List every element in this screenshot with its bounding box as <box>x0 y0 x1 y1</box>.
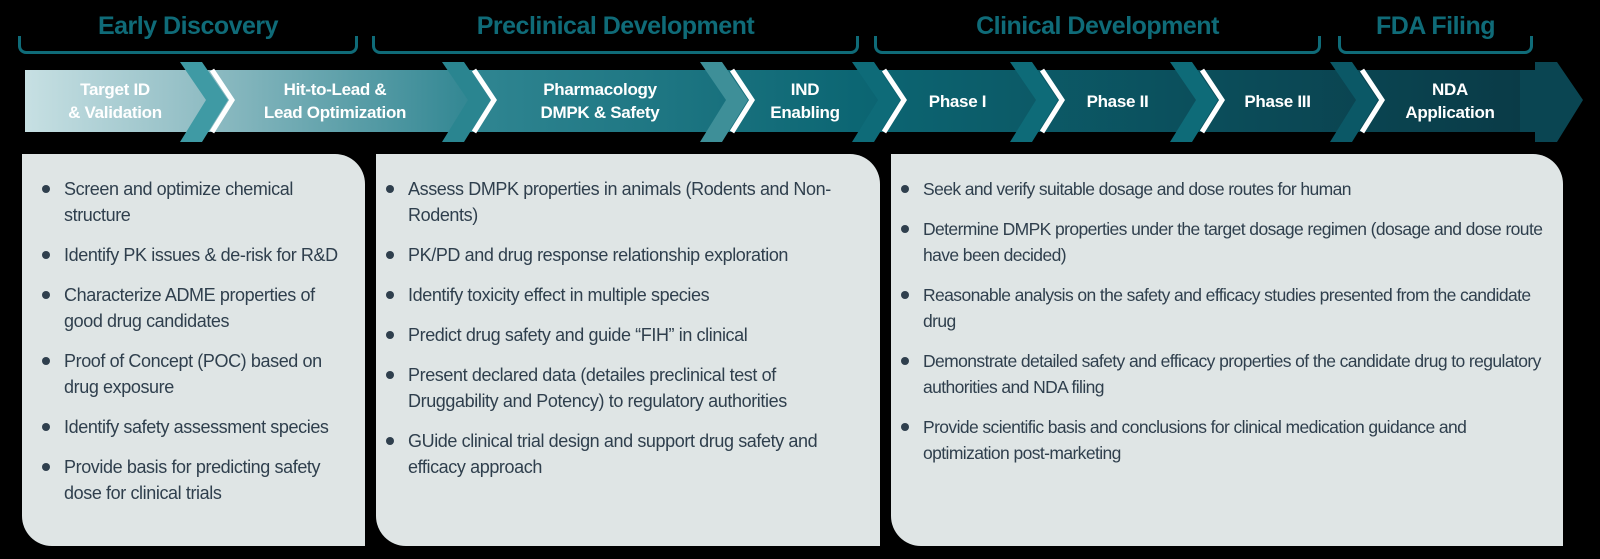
bullet-icon <box>901 185 909 193</box>
bullet-icon <box>386 437 394 445</box>
stage-title-fda-filing: FDA Filing <box>1375 12 1496 40</box>
bullet-icon <box>901 357 909 365</box>
step-phase-3: Phase III <box>1244 91 1311 111</box>
bullet-icon <box>42 291 50 299</box>
bullet-icon <box>42 185 50 193</box>
process-arrow-bar <box>25 62 1583 142</box>
list-item: Reasonable analysis on the safety and ef… <box>901 282 1545 334</box>
step-nda-application: NDA Application <box>1405 80 1495 122</box>
bracket-clinical-development <box>874 36 1321 54</box>
bullet-icon <box>386 291 394 299</box>
chevron-separators <box>180 62 1583 142</box>
bracket-early-discovery <box>18 36 358 54</box>
list-item: PK/PD and drug response relationship exp… <box>386 242 862 268</box>
step-hit-to-lead: Hit-to-Lead & Lead Optimization <box>263 80 407 122</box>
list-item: Identify safety assessment species <box>42 414 347 440</box>
bullet-icon <box>386 185 394 193</box>
list-item: Screen and optimize chemical structure <box>42 176 347 228</box>
step-phase-1: Phase I <box>928 91 987 111</box>
list-item: Demonstrate detailed safety and efficacy… <box>901 348 1545 400</box>
list-item: Determine DMPK properties under the targ… <box>901 216 1545 268</box>
bullet-icon <box>42 463 50 471</box>
bullet-icon <box>386 251 394 259</box>
list-item: Provide basis for predicting safety dose… <box>42 454 347 506</box>
panel-early-discovery: Screen and optimize chemical structure I… <box>22 154 365 546</box>
list-item: Proof of Concept (POC) based on drug exp… <box>42 348 347 400</box>
stage-title-early-discovery: Early Discovery <box>97 12 279 40</box>
list-item: Identify PK issues & de-risk for R&D <box>42 242 347 268</box>
bracket-preclinical-development <box>372 36 859 54</box>
step-pharmacology-dmpk-safety: Pharmacology DMPK & Safety <box>540 80 660 122</box>
step-target-id-validation: Target ID & Validation <box>68 80 162 122</box>
list-item: Characterize ADME properties of good dru… <box>42 282 347 334</box>
list-item: Identify toxicity effect in multiple spe… <box>386 282 862 308</box>
list-item: Assess DMPK properties in animals (Roden… <box>386 176 862 228</box>
list-item: Seek and verify suitable dosage and dose… <box>901 176 1545 202</box>
panel-preclinical-development: Assess DMPK properties in animals (Roden… <box>376 154 880 546</box>
step-phase-2: Phase II <box>1086 91 1149 111</box>
bullet-icon <box>386 331 394 339</box>
bullet-icon <box>386 371 394 379</box>
bullet-icon <box>901 423 909 431</box>
step-ind-enabling: IND Enabling <box>770 80 840 122</box>
bullet-icon <box>42 251 50 259</box>
bullet-icon <box>901 225 909 233</box>
list-item: GUide clinical trial design and support … <box>386 428 862 480</box>
bullet-icon <box>42 357 50 365</box>
stage-title-clinical-development: Clinical Development <box>976 12 1219 40</box>
bracket-fda-filing <box>1338 36 1533 54</box>
bullet-icon <box>42 423 50 431</box>
list-item: Present declared data (detailes preclini… <box>386 362 862 414</box>
list-item: Predict drug safety and guide “FIH” in c… <box>386 322 862 348</box>
bullet-icon <box>901 291 909 299</box>
panel-clinical-development: Seek and verify suitable dosage and dose… <box>891 154 1563 546</box>
stage-title-preclinical-development: Preclinical Development <box>476 12 755 40</box>
list-item: Provide scientific basis and conclusions… <box>901 414 1545 466</box>
